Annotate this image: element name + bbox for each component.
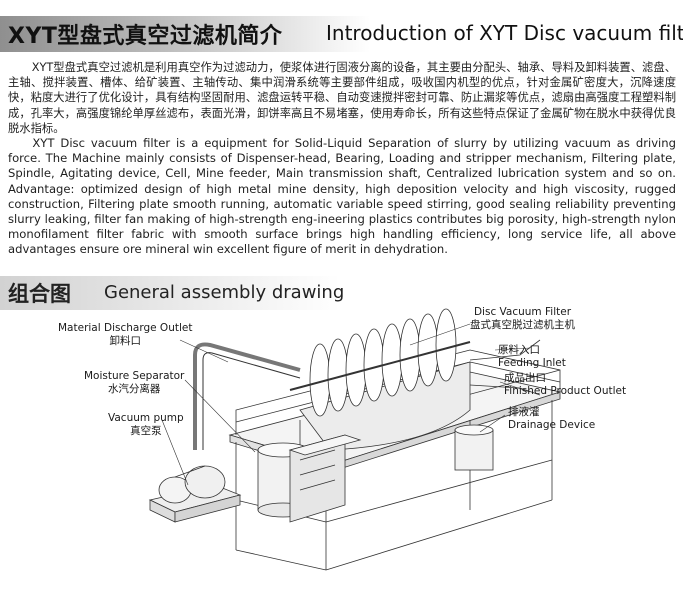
- label-drain-cn: 排液灌: [508, 406, 540, 418]
- drainage-device: [454, 424, 494, 471]
- label-pump-en: Vacuum pump: [108, 412, 184, 424]
- label-discharge-cn: 卸料口: [109, 335, 141, 347]
- feeding-pipe: [469, 339, 541, 361]
- label-discharge-en: Material Discharge Outlet: [58, 322, 193, 334]
- filter-discs: [309, 308, 457, 417]
- label-drain-en: Drainage Device: [508, 419, 596, 431]
- title-gradient: [0, 16, 370, 52]
- section-bar: 组合图 General assembly drawing: [0, 276, 683, 310]
- assembly-drawing-illustration: [148, 308, 562, 571]
- section-gradient: [0, 276, 340, 310]
- section-title-en: General assembly drawing: [104, 282, 345, 303]
- label-moisture-cn: 水汽分离器: [107, 383, 161, 395]
- label-feeding-inlet: 原料入口 Feeding Inlet: [498, 344, 566, 370]
- vacuum-pump: [148, 465, 242, 523]
- label-moisture-separator: Moisture Separator 水汽分离器: [84, 370, 184, 396]
- label-product-outlet: 成品出口 Finished Product Outlet: [504, 372, 626, 398]
- intro-paragraph-en: XYT Disc vacuum filter is a equipment fo…: [8, 136, 676, 257]
- discharge-pipe: [193, 342, 301, 450]
- label-feeding-en: Feeding Inlet: [498, 357, 566, 369]
- title-bar: XYT型盘式真空过滤机简介 Introduction of XYT Disc v…: [0, 16, 683, 52]
- label-product-en: Finished Product Outlet: [504, 385, 627, 397]
- page-title-en: Introduction of XYT Disc vacuum filter: [326, 21, 683, 45]
- label-moisture-en: Moisture Separator: [84, 370, 185, 382]
- page-title-cn: XYT型盘式真空过滤机简介: [8, 24, 283, 49]
- product-outlet-pipe: [469, 384, 541, 396]
- label-pump-cn: 真空泵: [130, 425, 162, 437]
- label-filter-en: Disc Vacuum Filter: [473, 306, 572, 318]
- label-vacuum-pump: Vacuum pump 真空泵: [108, 412, 184, 438]
- label-drainage-device: 排液灌 Drainage Device: [508, 406, 595, 432]
- section-title-cn: 组合图: [8, 282, 71, 306]
- assembly-drawing: Material Discharge Outlet 卸料口 Moisture S…: [0, 300, 683, 590]
- intro-paragraph-cn: XYT型盘式真空过滤机是利用真空作为过滤动力，使浆体进行固液分离的设备，其主要由…: [8, 61, 676, 135]
- intro-text: XYT型盘式真空过滤机是利用真空作为过滤动力，使浆体进行固液分离的设备，其主要由…: [8, 60, 676, 258]
- label-feeding-cn: 原料入口: [498, 344, 540, 356]
- label-product-cn: 成品出口: [504, 372, 546, 384]
- control-cabinet: [288, 434, 362, 523]
- label-filter-cn: 盘式真空脱过滤机主机: [470, 319, 575, 331]
- label-disc-filter: Disc Vacuum Filter 盘式真空脱过滤机主机: [470, 306, 575, 332]
- label-discharge-outlet: Material Discharge Outlet 卸料口: [58, 322, 192, 348]
- main-shaft: [289, 341, 471, 391]
